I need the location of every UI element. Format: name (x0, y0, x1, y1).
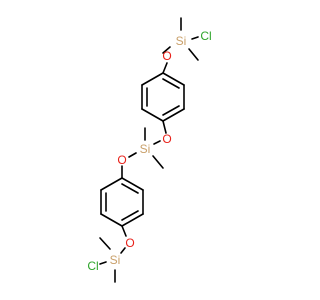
ring-top-bond-4 (162, 108, 185, 122)
atom-cl-bottom: Cl (87, 259, 98, 273)
ring-bottom-inner-3 (121, 183, 139, 194)
bond-ring-top-o (162, 120, 167, 134)
bond-si-bottom-cl (99, 261, 107, 265)
bond-lines (99, 17, 199, 283)
atom-si-bottom: Si (110, 253, 121, 267)
bond-si-top-o (162, 46, 171, 54)
ring-top-inner-2 (162, 105, 180, 116)
molecule-structure: Cl Si O O Si O O Si Cl (87, 17, 212, 283)
ring-top-bond-6 (162, 72, 185, 86)
ring-bottom-bond-1 (100, 177, 123, 191)
bond-o-si-mid-upper (153, 140, 161, 145)
bond-o-top-ring (162, 62, 168, 74)
ring-top-bond-1 (141, 72, 164, 86)
atom-o-mid-lower: O (117, 153, 126, 167)
atom-si-top: Si (176, 34, 187, 48)
atom-o-top: O (162, 49, 171, 63)
ring-top-bond-3 (141, 108, 164, 122)
bond-si-top-methyl-down (188, 48, 199, 61)
atom-o-mid-upper: O (162, 132, 171, 146)
atom-cl-top: Cl (200, 29, 211, 43)
atom-labels: Cl Si O O Si O O Si Cl (87, 29, 211, 273)
atom-si-mid: Si (140, 142, 151, 156)
bond-si-mid-methyl-right (152, 155, 164, 169)
bond-si-mid-o-lower (128, 152, 137, 158)
ring-bottom-inner-2 (121, 210, 139, 221)
ring-bottom-bond-6 (121, 177, 144, 191)
bond-ring-bottom-o (121, 225, 127, 237)
atom-o-bottom: O (125, 236, 134, 250)
ring-bottom-bond-4 (121, 213, 144, 227)
ring-top-inner-3 (162, 78, 180, 89)
bond-o-si-bottom (120, 247, 126, 254)
ring-bottom-bond-3 (100, 213, 123, 227)
bond-si-top-cl (191, 36, 199, 40)
bond-si-bottom-methyl-left (99, 237, 111, 250)
